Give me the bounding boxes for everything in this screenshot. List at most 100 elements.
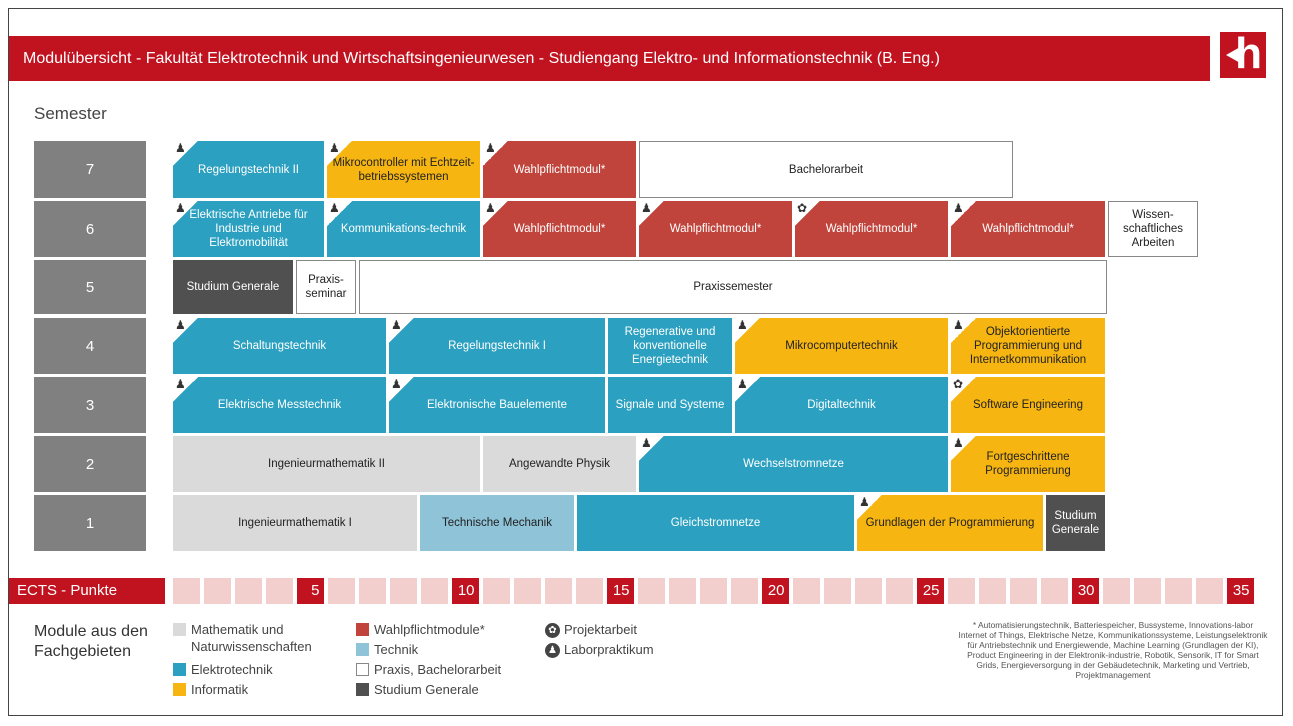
lab-icon: ♟ [173,377,198,402]
module-digitaltechnik[interactable]: ♟ Digitaltechnik [735,377,948,433]
ects-cell [235,578,262,604]
module-label: Wahlpflichtmodul* [825,223,918,235]
lab-icon: ♟ [327,141,352,166]
module-gleichstromnetze[interactable]: Gleichstromnetze [577,495,854,551]
lab-icon: ♟ [173,201,198,226]
lab-icon: ♟ [735,318,760,343]
lab-icon: ♟ [173,141,198,166]
module-ingenieurmathematik-2[interactable]: Ingenieurmathematik II [173,436,480,492]
ects-cell [359,578,386,604]
module-label: Kommunikations-technik [340,223,467,235]
legend-label-pract: Praxis, Bachelorarbeit [374,662,502,677]
logo-letter: h [1235,29,1262,78]
module-elektronische-bauelemente[interactable]: ♟ Elektronische Bauelemente [389,377,605,433]
module-signale-und-systeme[interactable]: Signale und Systeme [608,377,732,433]
module-praxisseminar[interactable]: Praxis-seminar [296,260,356,314]
ects-label: ECTS - Punkte [9,578,165,604]
module-label: Mikrocontroller mit Echtzeit-betriebssys… [332,156,475,183]
module-mikrocontroller[interactable]: ♟ Mikrocontroller mit Echtzeit-betriebss… [327,141,480,198]
legend-swatch-stud [356,683,369,696]
module-energietechnik[interactable]: Regenerative und konventionelle Energiet… [608,318,732,374]
legend-label-stud: Studium Generale [374,682,479,697]
module-mikrocomputertechnik[interactable]: ♟ Mikrocomputertechnik [735,318,948,374]
semester-4-box: 4 [34,318,146,374]
lab-icon: ♟ [483,201,508,226]
module-bachelorarbeit[interactable]: Bachelorarbeit [639,141,1013,198]
module-studium-generale-s5[interactable]: Studium Generale [173,260,293,314]
module-label: Signale und Systeme [615,399,725,411]
module-wahlpflicht-s6-3[interactable]: ✿ Wahlpflichtmodul* [795,201,948,257]
legend-swatch-wahl [356,623,369,636]
module-label: Wahlpflichtmodul* [513,223,606,235]
module-label: Praxis-seminar [305,274,347,300]
ects-cell [1041,578,1068,604]
ects-cell [390,578,417,604]
ects-cell [855,578,882,604]
legend-project: ✿Projektarbeit [545,621,637,639]
semester-2-box: 2 [34,436,146,492]
legend-label-math: Mathematik und Naturwissenschaften [191,622,312,654]
module-studium-generale-s1[interactable]: Studium Generale [1046,495,1105,551]
ects-mark-5: 5 [297,578,324,604]
ects-cell [1196,578,1223,604]
lab-icon: ♟ [857,495,882,520]
module-praxissemester[interactable]: Praxissemester [359,260,1107,314]
module-regelungstechnik-2[interactable]: ♟ Regelungstechnik II [173,141,324,198]
module-elektrische-messtechnik[interactable]: ♟ Elektrische Messtechnik [173,377,386,433]
module-label: Mikrocomputertechnik [785,340,898,352]
legend-title: Module aus den Fachgebieten [34,623,148,660]
ects-cell [669,578,696,604]
ects-cell [421,578,448,604]
legend-label-lab: Laborpraktikum [564,642,654,657]
module-label: Objektorientierte Programmierung und Int… [969,326,1087,366]
legend-label-wahl: Wahlpflichtmodule* [374,622,485,637]
module-wahlpflicht-s6-1[interactable]: ♟ Wahlpflichtmodul* [483,201,636,257]
module-wahlpflicht-s7[interactable]: ♟ Wahlpflichtmodul* [483,141,636,198]
module-objektorientierte-programmierung[interactable]: ♟ Objektorientierte Programmierung und I… [951,318,1105,374]
lab-icon: ♟ [951,318,976,343]
module-grundlagen-programmierung[interactable]: ♟ Grundlagen der Programmierung [857,495,1043,551]
lab-icon: ♟ [483,141,508,166]
module-regelungstechnik-1[interactable]: ♟ Regelungstechnik I [389,318,605,374]
module-angewandte-physik[interactable]: Angewandte Physik [483,436,636,492]
lab-icon: ♟ [951,201,976,226]
module-label: Software Engineering [973,399,1083,411]
ects-cell [328,578,355,604]
lab-icon: ♟ [735,377,760,402]
module-wahlpflicht-s6-4[interactable]: ♟ Wahlpflichtmodul* [951,201,1105,257]
ects-cell [979,578,1006,604]
module-ingenieurmathematik-1[interactable]: Ingenieurmathematik I [173,495,417,551]
ects-mark-25: 25 [917,578,944,604]
semester-6-box: 6 [34,201,146,257]
lab-icon: ♟ [389,318,414,343]
module-fortgeschrittene-programmierung[interactable]: ♟ Fortgeschrittene Programmierung [951,436,1105,492]
module-wissenschaftliches-arbeiten[interactable]: Wissen-schaftliches Arbeiten [1108,201,1198,257]
module-wechselstromnetze[interactable]: ♟ Wechselstromnetze [639,436,948,492]
legend-swatch-info [173,683,186,696]
module-kommunikationstechnik[interactable]: ♟ Kommunikations-technik [327,201,480,257]
project-icon: ✿ [795,201,820,226]
ects-cell [1134,578,1161,604]
module-label: Wahlpflichtmodul* [982,223,1074,235]
module-schaltungstechnik[interactable]: ♟ Schaltungstechnik [173,318,386,374]
ects-mark-35: 35 [1227,578,1254,604]
ects-cell [483,578,510,604]
module-label: Elektrische Messtechnik [217,399,342,411]
page-frame [8,8,1283,716]
module-software-engineering[interactable]: ✿ Software Engineering [951,377,1105,433]
ects-mark-30: 30 [1072,578,1099,604]
legend-label-light: Technik [374,642,419,657]
ects-cell [731,578,758,604]
module-label: Digitaltechnik [807,399,876,411]
module-elektrische-antriebe[interactable]: ♟ Elektrische Antriebe für Industrie und… [173,201,324,257]
ects-cell [824,578,851,604]
module-wahlpflicht-s6-2[interactable]: ♟ Wahlpflichtmodul* [639,201,792,257]
module-label: Studium Generale [186,281,280,293]
legend-label-info: Informatik [191,682,249,697]
footnote: * Automatisierungstechnik, Batteriespeic… [958,620,1268,680]
ects-cell [545,578,572,604]
ects-cell [948,578,975,604]
module-technische-mechanik[interactable]: Technische Mechanik [420,495,574,551]
module-label: Wahlpflichtmodul* [669,223,762,235]
lab-icon: ♟ [327,201,352,226]
